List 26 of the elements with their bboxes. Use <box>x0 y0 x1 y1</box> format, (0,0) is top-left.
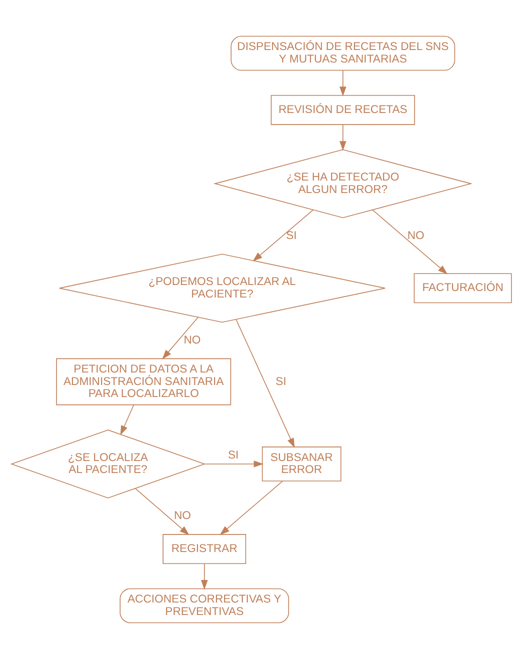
node-box: DISPENSACIÓN DE RECETAS DEL SNS Y MUTUAS SANITARIAS <box>230 35 456 70</box>
edge-label: SI <box>286 229 297 242</box>
node-box: REGISTRAR <box>162 534 246 564</box>
arrow <box>220 480 284 534</box>
edge-label: NO <box>174 510 192 522</box>
node-box: PETICION DE DATOS A LA ADMINISTRACIÓN SANITARIA PARA LOCALIZARLO <box>56 358 232 405</box>
node-box: ACCIONES CORRECTIVAS Y PREVENTIVAS <box>120 588 290 623</box>
arrow <box>372 209 448 274</box>
arrow <box>340 69 346 96</box>
arrow <box>200 562 208 590</box>
edge-label: NO <box>407 229 424 242</box>
arrow <box>134 488 190 535</box>
arrow <box>252 209 314 261</box>
edge-label: SI <box>276 375 286 388</box>
arrow <box>236 318 295 448</box>
arrow <box>120 404 134 435</box>
node-box: REVISIÓN DE RECETAS <box>270 94 416 124</box>
arrow <box>204 460 264 467</box>
edge-label: SI <box>228 448 239 461</box>
edge-label: NO <box>184 334 201 346</box>
node-diamond: ¿SE HA DETECTADO ALGUN ERROR? <box>213 148 472 218</box>
node-diamond: ¿SE LOCALIZA AL PACIENTE? <box>10 429 206 498</box>
arrow <box>340 124 346 150</box>
node-box: SUBSANAR ERROR <box>262 446 342 481</box>
node-box: FACTURACIÓN <box>414 272 512 303</box>
arrow <box>162 316 198 359</box>
